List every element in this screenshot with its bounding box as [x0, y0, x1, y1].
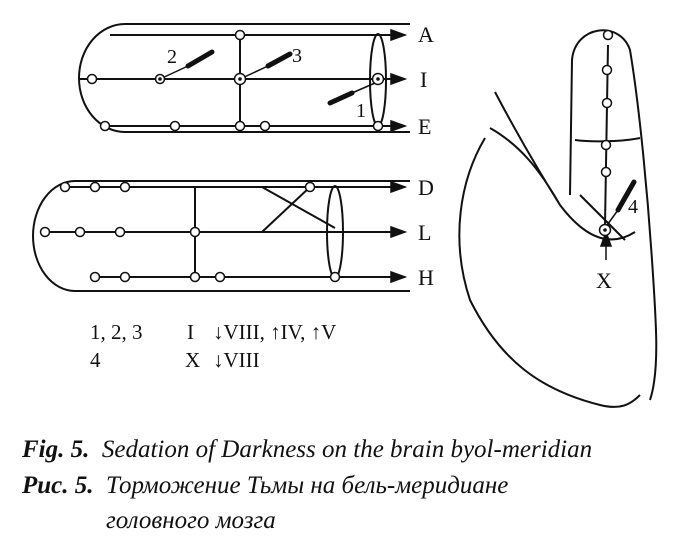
needle-4: [615, 179, 637, 213]
caption-russian: Рис. 5. Торможение Тьмы на бель-меридиан…: [22, 472, 508, 500]
point-number-2: 2: [167, 46, 177, 68]
caption-russian-prefix: Рис. 5.: [22, 472, 94, 499]
caption-english: Fig. 5. Sedation of Darkness on the brai…: [22, 436, 592, 464]
label-h: H: [418, 265, 434, 290]
label-a: A: [418, 22, 434, 47]
caption-english-prefix: Fig. 5.: [22, 436, 90, 463]
legend-row-1-meridian: I: [187, 320, 194, 344]
point-number-3: 3: [292, 45, 302, 67]
legend-row-2-meridian: X: [185, 348, 201, 372]
legend-row-1-points: 1, 2, 3: [90, 320, 143, 344]
label-e: E: [418, 114, 431, 139]
point-number-4: 4: [628, 196, 638, 218]
caption-russian-text-1: Торможение Тьмы на бель-меридиане: [106, 472, 509, 499]
caption-english-text: Sedation of Darkness on the brain byol-m…: [101, 436, 593, 463]
point-number-1: 1: [356, 100, 366, 122]
label-x: X: [596, 268, 612, 293]
bottom-cross-2: [261, 186, 311, 233]
label-d: D: [418, 175, 434, 200]
label-l: L: [418, 220, 431, 245]
label-i: I: [420, 67, 427, 92]
needle-2: [185, 49, 215, 69]
needle-1: [327, 90, 355, 106]
legend-row-2-points: 4: [90, 348, 101, 372]
hand-outline: [458, 29, 658, 408]
needle-3: [265, 51, 293, 69]
legend-row-2-action: ↓VIII: [213, 348, 260, 372]
bottom-cross-1: [261, 186, 336, 229]
bottom-outline: [32, 180, 410, 292]
legend-row-1-action: ↓VIII, ↑IV, ↑V: [213, 320, 337, 344]
caption-russian-line-2: головного мозга: [106, 507, 276, 534]
